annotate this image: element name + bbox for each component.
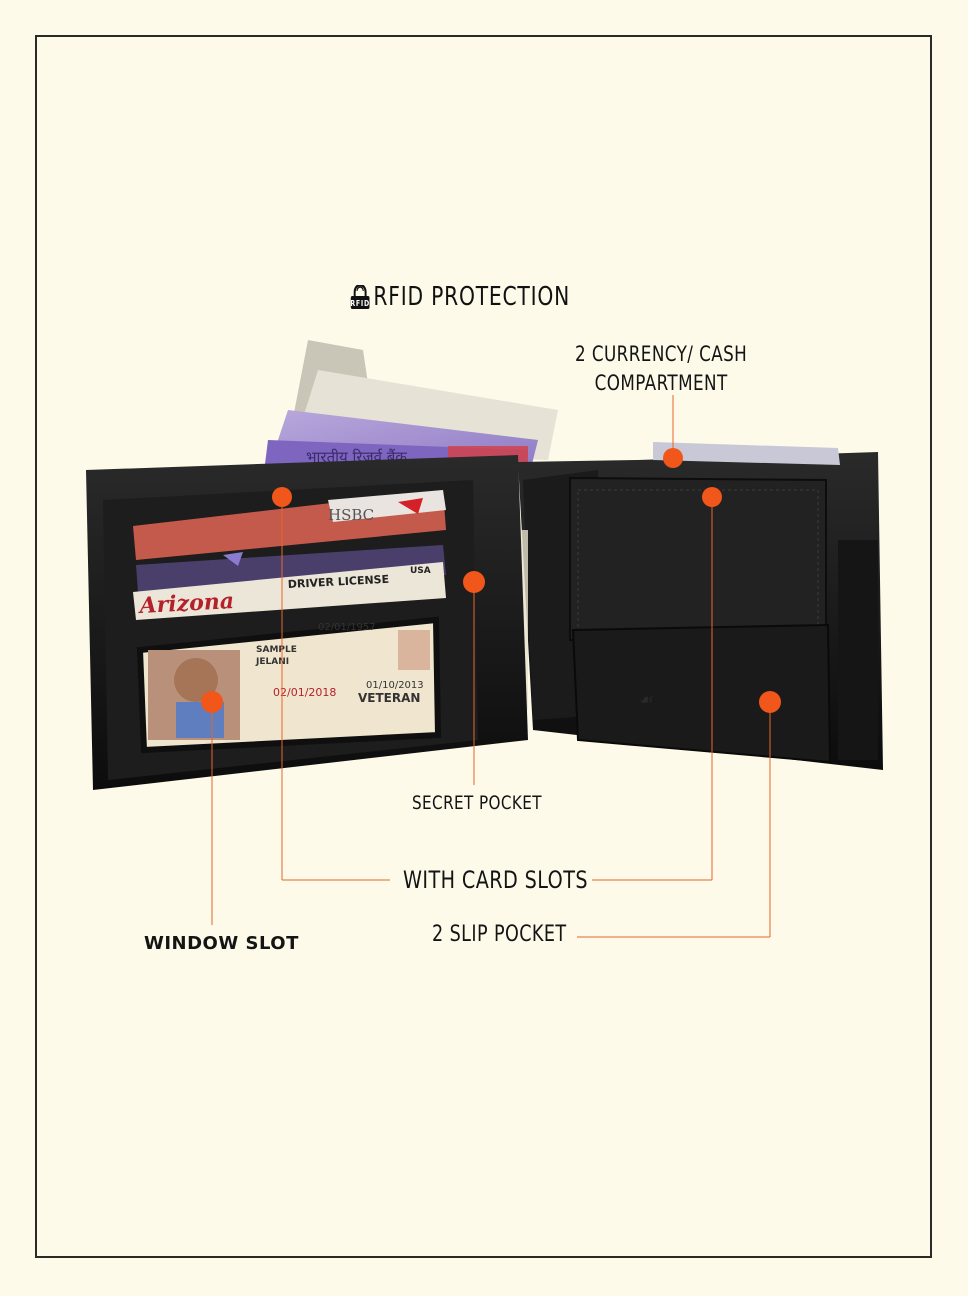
svg-text:☙: ☙ <box>638 690 653 709</box>
svg-text:RFID: RFID <box>350 298 370 308</box>
svg-text:JELANI: JELANI <box>255 657 289 667</box>
rfid-lock-icon: RFID <box>350 283 370 309</box>
window-slot-card: SAMPLE JELANI 02/01/1957 02/01/2018 01/1… <box>136 616 442 754</box>
svg-text:Arizona: Arizona <box>137 588 235 619</box>
wallet-image: भारतीय रिज़र्व बैंक ☙ HSBC <box>86 340 883 790</box>
wallet-right-half: ☙ <box>466 442 883 770</box>
svg-text:SAMPLE: SAMPLE <box>256 645 297 655</box>
bank-card: HSBC <box>133 490 446 560</box>
svg-text:01/10/2013: 01/10/2013 <box>366 680 424 691</box>
wallet-left-half: HSBC Arizona DRIVER LICENSE USA SAMPLE J… <box>86 455 528 790</box>
license-card-top: Arizona DRIVER LICENSE USA <box>133 562 446 620</box>
currency-label-line2: COMPARTMENT <box>594 371 728 395</box>
currency-label-line1: 2 CURRENCY/ CASH <box>575 342 748 366</box>
svg-text:02/01/2018: 02/01/2018 <box>273 686 336 699</box>
page-frame <box>35 35 932 1258</box>
secret-pocket-label: SECRET POCKET <box>412 792 542 814</box>
svg-text:02/01/1957: 02/01/1957 <box>318 622 376 633</box>
svg-text:HSBC: HSBC <box>328 506 374 524</box>
svg-text:USA: USA <box>410 566 431 576</box>
window-slot-label: WINDOW SLOT <box>144 933 299 954</box>
currency-compartment-label: 2 CURRENCY/ CASH COMPARTMENT <box>575 340 747 398</box>
svg-text:DRIVER LICENSE: DRIVER LICENSE <box>287 573 389 591</box>
card-slots-label: WITH CARD SLOTS <box>403 866 588 894</box>
slip-pocket-label: 2 SLIP POCKET <box>432 922 567 947</box>
svg-text:VETERAN: VETERAN <box>358 691 420 705</box>
rfid-title: RFID RFID PROTECTION <box>350 280 570 314</box>
rfid-title-text: RFID PROTECTION <box>373 282 571 312</box>
